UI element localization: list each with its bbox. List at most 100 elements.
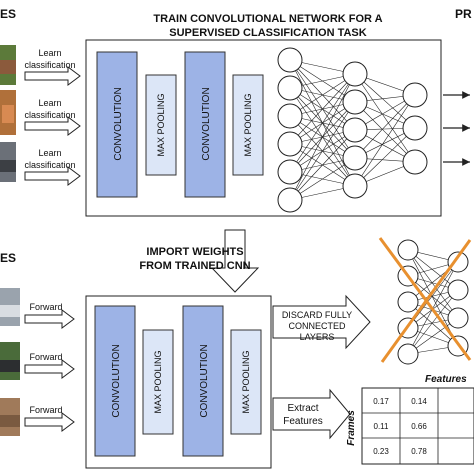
network-edge: [354, 101, 416, 163]
bottom-input-photo-1: [0, 288, 20, 326]
top-conv-block-2: CONVOLUTION: [184, 51, 226, 198]
network-node: [397, 239, 419, 261]
network-node: [447, 251, 469, 273]
network-node: [342, 145, 368, 171]
network-edge: [354, 94, 416, 159]
svg-text:Forward: Forward: [29, 302, 62, 312]
top-fully-connected-network: [277, 47, 428, 213]
svg-text:CONVOLUTION: CONVOLUTION: [201, 87, 212, 160]
top-output-arrows: [443, 91, 470, 166]
top-learn-arrow-3: Learn classification: [24, 148, 81, 186]
import-weights-line2: FROM TRAINED CNN: [139, 260, 250, 272]
discard-arrow: [272, 294, 371, 350]
network-node: [342, 117, 368, 143]
top-right-header: PR: [455, 7, 472, 21]
network-node: [277, 75, 303, 101]
svg-text:Forward: Forward: [29, 352, 62, 362]
extract-line2: Features: [283, 416, 322, 427]
network-node: [342, 89, 368, 115]
bottom-forward-arrow-1: Forward: [24, 302, 75, 329]
top-title-line1: TRAIN CONVOLUTIONAL NETWORK FOR A: [153, 13, 382, 25]
svg-text:classification: classification: [24, 110, 75, 120]
network-node: [277, 47, 303, 73]
network-edge: [407, 249, 459, 291]
svg-text:Learn: Learn: [38, 98, 61, 108]
network-edge: [289, 129, 356, 201]
table-cell: 0.17: [373, 397, 389, 406]
top-pool-block-1: MAX POOLING: [145, 74, 177, 176]
bottom-conv-block-1: CONVOLUTION: [94, 305, 136, 457]
network-node: [397, 291, 419, 313]
top-input-photo-3: [0, 142, 16, 182]
network-edge: [354, 73, 416, 129]
bottom-forward-arrow-3: Forward: [24, 405, 75, 432]
extract-line1: Extract: [287, 403, 318, 414]
discard-cross-line-1: [378, 237, 472, 361]
svg-text:CONVOLUTION: CONVOLUTION: [199, 344, 210, 417]
extract-arrow: [272, 388, 351, 440]
network-edge: [407, 289, 459, 355]
svg-text:MAX POOLING: MAX POOLING: [153, 350, 163, 413]
discard-line1: DISCARD FULLY: [282, 310, 352, 320]
network-node: [447, 307, 469, 329]
top-input-photo-1: [0, 45, 16, 85]
discard-cross-line-2: [380, 239, 472, 363]
top-learn-arrow-2: Learn classification: [24, 98, 81, 136]
svg-text:MAX POOLING: MAX POOLING: [243, 93, 253, 156]
discard-line3: LAYERS: [300, 332, 335, 342]
top-conv-block-1: CONVOLUTION: [96, 51, 138, 198]
frames-axis-label: Frames: [346, 410, 357, 446]
features-axis-label: Features: [425, 374, 467, 385]
bottom-network-box: [85, 295, 272, 469]
network-edge: [407, 261, 459, 329]
import-weights-line1: IMPORT WEIGHTS: [146, 246, 243, 258]
network-edge: [289, 73, 356, 117]
features-table: 0.17 0.14 0.11 0.66 0.23 0.78: [361, 387, 474, 465]
network-node: [402, 82, 428, 108]
table-cell: 0.11: [374, 422, 390, 431]
network-node: [342, 61, 368, 87]
discard-line2: CONNECTED: [288, 321, 346, 331]
network-node: [277, 187, 303, 213]
network-node: [447, 279, 469, 301]
network-node: [342, 173, 368, 199]
bottom-pool-block-2: MAX POOLING: [230, 329, 262, 435]
network-edge: [354, 94, 416, 187]
bottom-input-photo-3: [0, 398, 20, 436]
network-edge: [289, 73, 356, 173]
top-title-line2: SUPERVISED CLASSIFICATION TASK: [169, 27, 366, 39]
bottom-conv-block-2: CONVOLUTION: [182, 305, 224, 457]
top-pool-block-2: MAX POOLING: [232, 74, 264, 176]
network-node: [277, 159, 303, 185]
top-left-header: ES: [0, 7, 16, 21]
svg-text:Forward: Forward: [29, 405, 62, 415]
table-cell: 0.14: [411, 397, 427, 406]
bottom-pool-block-1: MAX POOLING: [142, 329, 174, 435]
network-edge: [407, 249, 459, 319]
network-edge: [289, 101, 356, 201]
network-edge: [289, 157, 356, 201]
network-edge: [354, 73, 416, 163]
network-node: [402, 149, 428, 175]
network-edge: [407, 301, 459, 347]
table-cell: 0.78: [411, 447, 427, 456]
network-node: [277, 103, 303, 129]
network-node: [402, 115, 428, 141]
bottom-forward-arrow-2: Forward: [24, 352, 75, 379]
network-node: [397, 343, 419, 365]
top-learn-arrow-1: Learn classification: [24, 48, 81, 86]
svg-text:Learn: Learn: [38, 148, 61, 158]
table-cell: 0.66: [411, 422, 427, 431]
network-node: [277, 131, 303, 157]
top-input-photo-2: [0, 90, 16, 135]
bottom-input-photo-2: [0, 342, 20, 380]
svg-text:MAX POOLING: MAX POOLING: [241, 350, 251, 413]
network-edge: [289, 73, 356, 145]
import-weights-arrow: [210, 229, 260, 293]
svg-text:classification: classification: [24, 60, 75, 70]
table-cell: 0.23: [373, 447, 389, 456]
svg-text:Learn: Learn: [38, 48, 61, 58]
network-edge: [289, 73, 356, 201]
